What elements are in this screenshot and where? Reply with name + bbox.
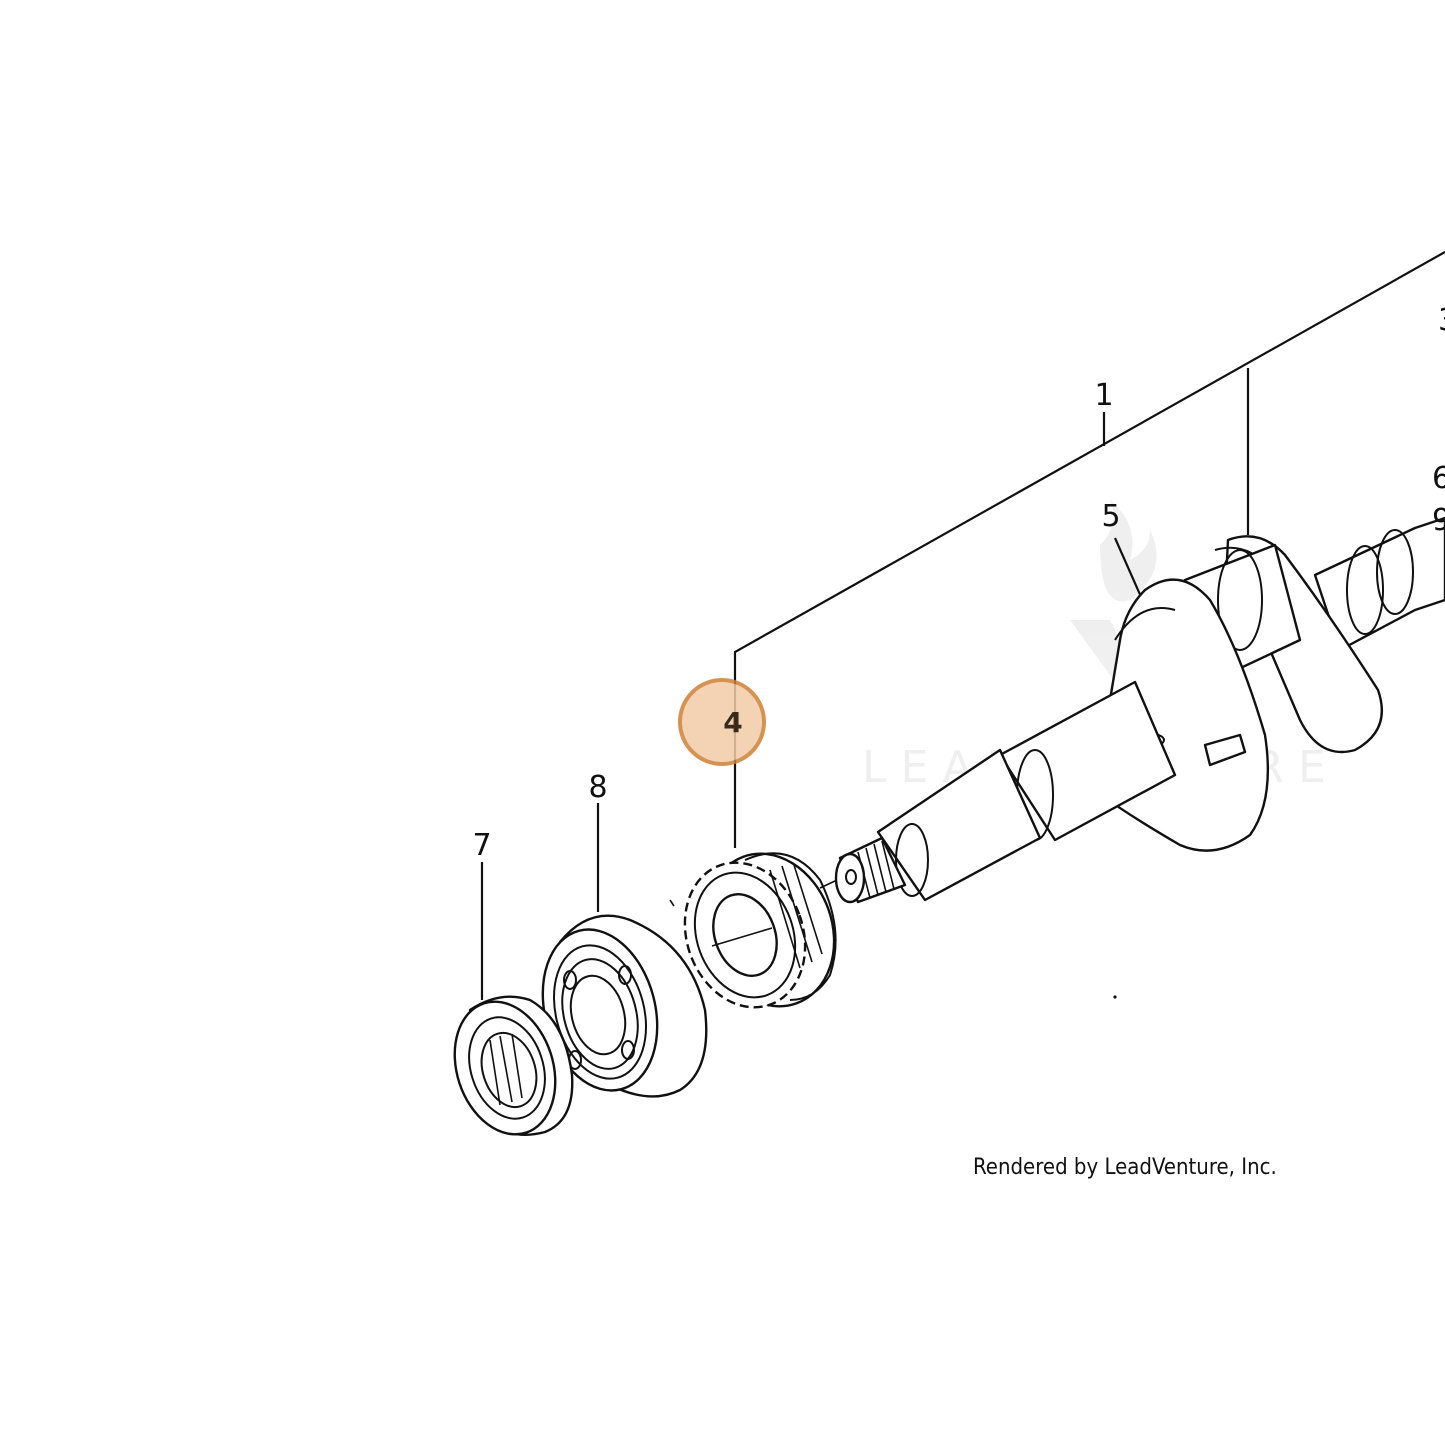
gear-part (683, 852, 837, 1009)
callout-4-highlight[interactable]: 4 (678, 678, 766, 766)
credit-text: Rendered by LeadVenture, Inc. (973, 1155, 1277, 1180)
callout-3-label[interactable]: 3 (1438, 303, 1445, 338)
callout-1-label[interactable]: 1 (1094, 378, 1113, 413)
callout-8-label[interactable]: 8 (588, 770, 607, 805)
callout-7-label[interactable]: 7 (472, 828, 491, 863)
seal-part (453, 995, 574, 1136)
callout-5-label[interactable]: 5 (1101, 499, 1120, 534)
callout-4-label: 4 (723, 706, 742, 739)
callout-labels: 1 3 5 6 7 8 9 (472, 303, 1445, 863)
crankshaft (834, 516, 1445, 904)
callout-9-label[interactable]: 9 (1432, 503, 1445, 538)
callout-6-label[interactable]: 6 (1432, 461, 1445, 496)
bearing-part (541, 914, 708, 1098)
